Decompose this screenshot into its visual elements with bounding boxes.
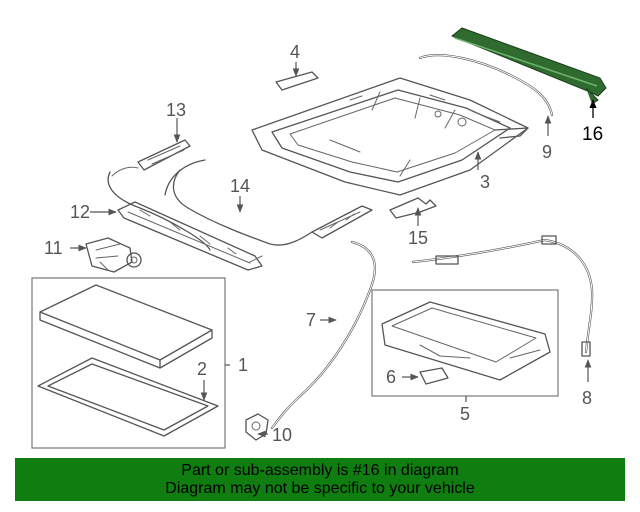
assembly-box-5 [371, 289, 559, 397]
part-15-bracket[interactable] [389, 197, 437, 219]
part-14-cable[interactable] [172, 169, 313, 246]
part-11-motor[interactable] [85, 237, 142, 273]
callout-11: 11 [44, 238, 63, 258]
part-9-seal[interactable] [418, 54, 554, 117]
callout-13: 13 [166, 100, 186, 120]
part-10-clip[interactable] [245, 413, 269, 441]
callout-16: 16 [582, 124, 603, 145]
callout-6: 6 [386, 367, 396, 387]
part-2-glass-seal[interactable] [37, 357, 219, 437]
part-5-sunshade[interactable] [381, 301, 551, 381]
part-6-tab[interactable] [419, 367, 449, 385]
callout-10: 10 [272, 425, 292, 445]
part-16-rear-rail[interactable] [451, 27, 607, 105]
part-4-pad[interactable] [275, 71, 319, 91]
part-12-rail[interactable] [117, 201, 263, 271]
leader-lines [70, 62, 597, 438]
part-3-frame[interactable] [251, 77, 529, 196]
callout-1: 1 [238, 355, 248, 375]
callout-9: 9 [542, 142, 552, 162]
part-glass-panel[interactable] [39, 284, 213, 369]
notice-line-1: Part or sub-assembly is #16 in diagram [181, 461, 459, 479]
part-8-drain-hose[interactable] [411, 235, 594, 357]
callout-7: 7 [306, 310, 316, 330]
callout-4: 4 [290, 42, 300, 62]
callout-2: 2 [197, 359, 207, 379]
callout-3: 3 [480, 172, 490, 192]
part-13-cable-guide[interactable] [107, 139, 211, 251]
callout-8: 8 [582, 388, 592, 408]
callout-5: 5 [460, 404, 470, 424]
assembly-box-1 [31, 277, 226, 449]
callout-14: 14 [230, 176, 250, 196]
notice-line-2: Diagram may not be specific to your vehi… [165, 479, 475, 497]
part-7-drain-hose[interactable] [270, 240, 376, 430]
callout-12: 12 [70, 202, 90, 222]
notice-banner: Part or sub-assembly is #16 in diagram D… [15, 458, 625, 501]
center-guide-rail [311, 205, 373, 239]
callout-15: 15 [408, 228, 428, 248]
